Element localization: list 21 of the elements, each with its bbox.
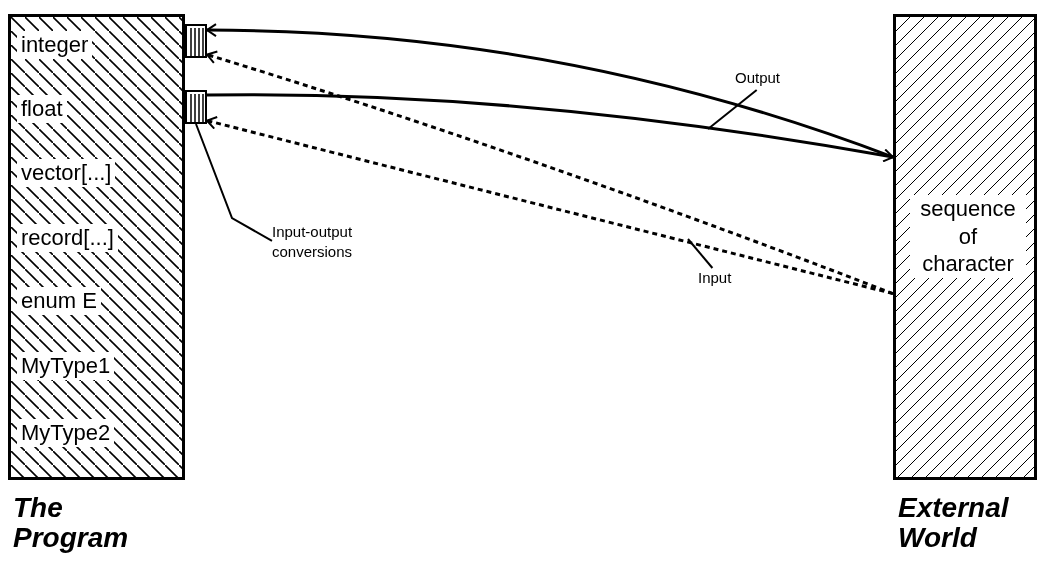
type-label: record[...] <box>17 224 118 252</box>
type-label: enum E <box>17 287 101 315</box>
leader-line <box>707 89 758 130</box>
type-label: integer <box>17 31 93 59</box>
leader-line <box>687 238 714 269</box>
leader-line <box>195 123 273 242</box>
callout-text: Input-output conversions <box>272 222 402 262</box>
type-label: MyType1 <box>17 352 115 380</box>
callout-text: Input <box>698 268 746 288</box>
type-label: MyType2 <box>17 419 115 447</box>
converter-box <box>185 90 207 124</box>
type-label: float <box>17 95 67 123</box>
node-label: External World <box>898 493 1010 553</box>
node-label: The Program <box>13 493 130 553</box>
type-label: vector[...] <box>17 159 116 187</box>
callout-text: Output <box>735 68 797 88</box>
type-label: sequence of character <box>910 195 1026 278</box>
arrow <box>206 116 894 296</box>
converter-box <box>185 24 207 58</box>
arrow <box>207 93 894 163</box>
arrow <box>206 50 894 295</box>
